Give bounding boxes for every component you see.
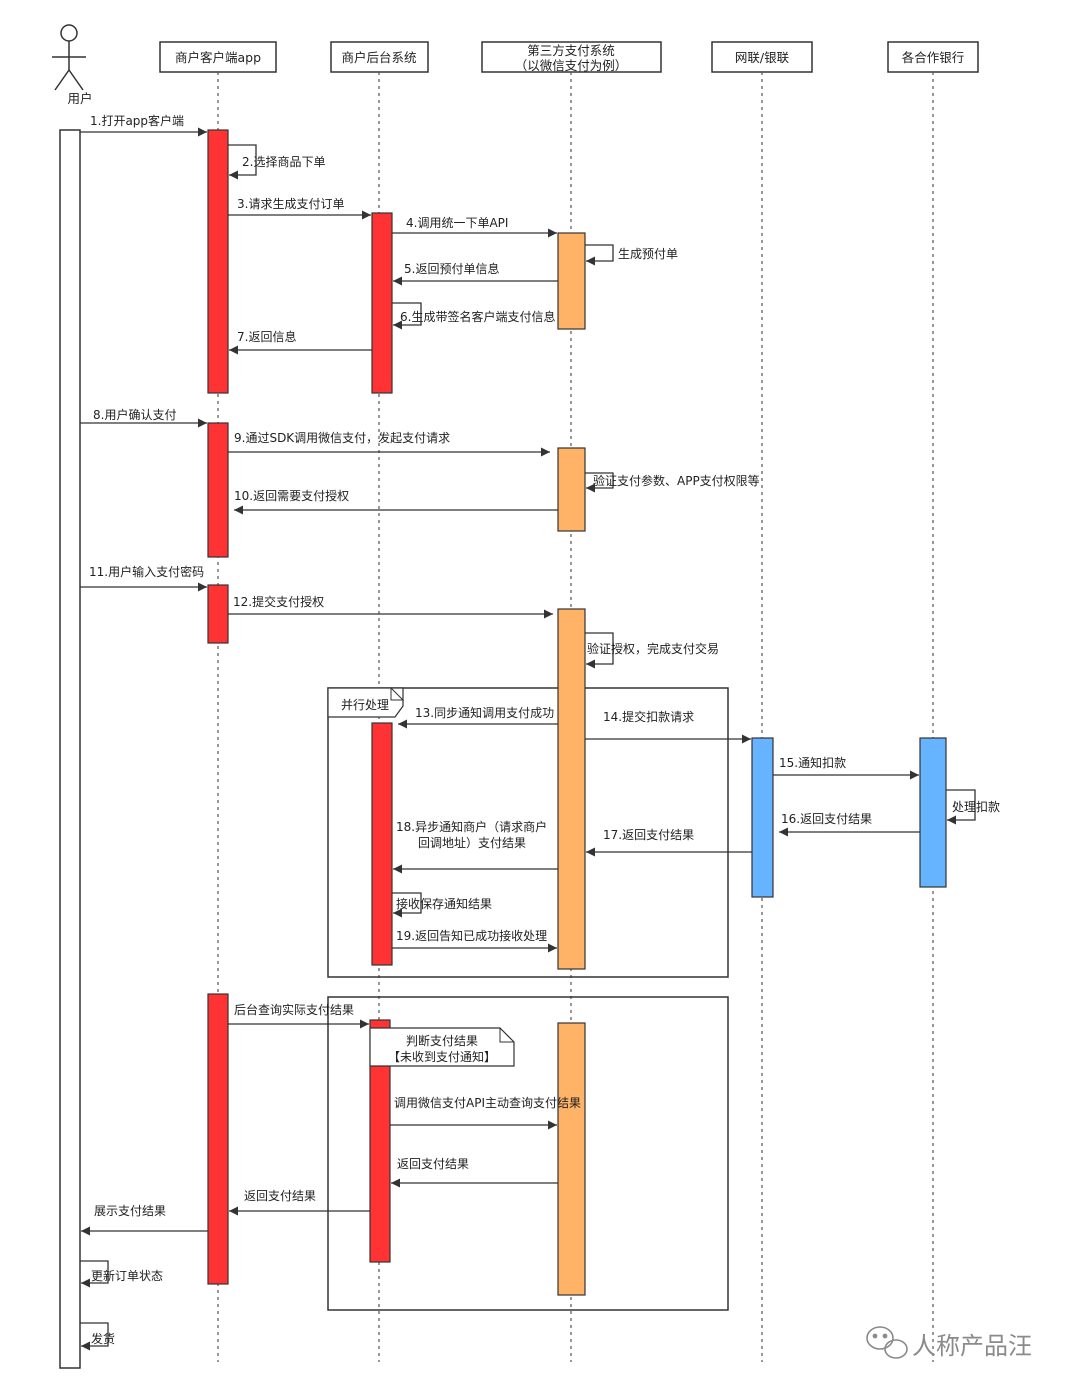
unionpay-activation xyxy=(751,737,774,898)
participant-unionpay-label: 网联/银联 xyxy=(735,50,790,65)
app-activation-3 xyxy=(207,584,229,644)
app-activation-4 xyxy=(207,993,229,1285)
msg-m23: 返回支付结果 xyxy=(244,1189,316,1203)
user-label: 用户 xyxy=(67,91,92,106)
thirdparty-activation-3 xyxy=(557,608,586,970)
msg-m3: 3.请求生成支付订单 xyxy=(237,197,344,211)
msg-m15: 15.通知扣款 xyxy=(779,756,846,770)
self-arrow-m15a xyxy=(946,789,976,825)
participant-bank-label: 各合作银行 xyxy=(902,50,965,65)
participant-thirdparty: 第三方支付系统 （以微信支付为例） xyxy=(481,41,662,73)
thirdparty-activation-2 xyxy=(557,447,586,532)
thirdparty-activation-4 xyxy=(557,1022,586,1296)
msg-m11: 11.用户输入支付密码 xyxy=(89,564,204,579)
msg-m4: 4.调用统一下单API xyxy=(406,216,508,230)
msg-m15a: 处理扣款 xyxy=(952,800,1000,814)
msg-m12: 12.提交支付授权 xyxy=(233,594,324,609)
participant-unionpay: 网联/银联 xyxy=(711,41,813,73)
user-activation-bar xyxy=(59,129,81,1369)
judge-note-line2: 【未收到支付通知】 xyxy=(388,1050,496,1064)
self-arrow-m2 xyxy=(228,144,257,180)
msg-m9: 9.通过SDK调用微信支付，发起支付请求 xyxy=(234,430,450,445)
query-frame xyxy=(327,996,729,1311)
participant-thirdparty-label-1: 第三方支付系统 xyxy=(527,43,615,58)
msg-m8: 8.用户确认支付 xyxy=(93,407,176,422)
msg-m10: 10.返回需要支付授权 xyxy=(234,488,349,503)
msg-m19: 19.返回告知已成功接收处理 xyxy=(396,928,547,943)
self-arrow-m6 xyxy=(392,302,422,330)
msg-m5: 5.返回预付单信息 xyxy=(404,261,499,276)
app-activation-1 xyxy=(207,129,229,394)
msg-m18-line1: 18.异步通知商户（请求商户 xyxy=(396,819,547,834)
judge-note: 判断支付结果 【未收到支付通知】 xyxy=(369,1027,515,1067)
participant-backend: 商户后台系统 xyxy=(330,41,429,73)
participant-bank: 各合作银行 xyxy=(887,41,979,73)
self-arrow-m18a xyxy=(392,892,422,918)
msg-m20: 后台查询实际支付结果 xyxy=(234,1002,354,1017)
self-arrow-m12a xyxy=(585,632,614,669)
msg-m25: 更新订单状态 xyxy=(91,1268,163,1283)
participant-app: 商户客户端app xyxy=(159,41,277,73)
backend-activation-3 xyxy=(369,1019,391,1263)
self-arrow-m25 xyxy=(80,1260,109,1288)
msg-m13: 13.同步通知调用支付成功 xyxy=(415,706,554,720)
msg-m26: 发货 xyxy=(91,1331,115,1346)
msg-m4a: 生成预付单 xyxy=(618,247,678,261)
wechat-icon xyxy=(866,1326,908,1359)
watermark-text: 人称产品汪 xyxy=(912,1332,1032,1360)
msg-m1: 1.打开app客户端 xyxy=(90,113,184,128)
msg-m2: 2.选择商品下单 xyxy=(242,154,325,169)
msg-m21: 调用微信支付API主动查询支付结果 xyxy=(394,1096,581,1110)
self-arrow-m26 xyxy=(80,1322,109,1351)
msg-m22: 返回支付结果 xyxy=(397,1157,469,1171)
participant-thirdparty-label-2: （以微信支付为例） xyxy=(515,58,628,73)
msg-m12a: 验证授权，完成支付交易 xyxy=(587,641,719,656)
thirdparty-activation-1 xyxy=(557,232,586,330)
msg-m24: 展示支付结果 xyxy=(94,1204,166,1218)
user-actor-icon xyxy=(52,24,86,91)
parallel-frame: 并行处理 xyxy=(327,686,729,978)
msg-m6: 6.生成带签名客户端支付信息 xyxy=(400,309,555,324)
app-activation-2 xyxy=(207,422,229,558)
participant-app-label: 商户客户端app xyxy=(175,50,261,65)
judge-note-line1: 判断支付结果 xyxy=(406,1033,478,1048)
backend-activation-2 xyxy=(371,722,393,966)
parallel-frame-label: 并行处理 xyxy=(341,698,389,712)
bank-activation xyxy=(919,737,947,888)
msg-m18-line2: 回调地址）支付结果 xyxy=(418,836,526,850)
backend-activation-1 xyxy=(371,212,393,394)
msg-m18a: 接收保存通知结果 xyxy=(396,896,492,911)
msg-m17: 17.返回支付结果 xyxy=(603,828,694,842)
msg-m9a: 验证支付参数、APP支付权限等 xyxy=(593,473,760,488)
msg-m16: 16.返回支付结果 xyxy=(781,812,872,826)
msg-m7: 7.返回信息 xyxy=(237,329,296,344)
participant-backend-label: 商户后台系统 xyxy=(341,50,416,65)
msg-m14: 14.提交扣款请求 xyxy=(603,709,694,724)
self-arrow-m4a xyxy=(585,244,614,266)
self-arrow-m9a xyxy=(585,472,614,493)
